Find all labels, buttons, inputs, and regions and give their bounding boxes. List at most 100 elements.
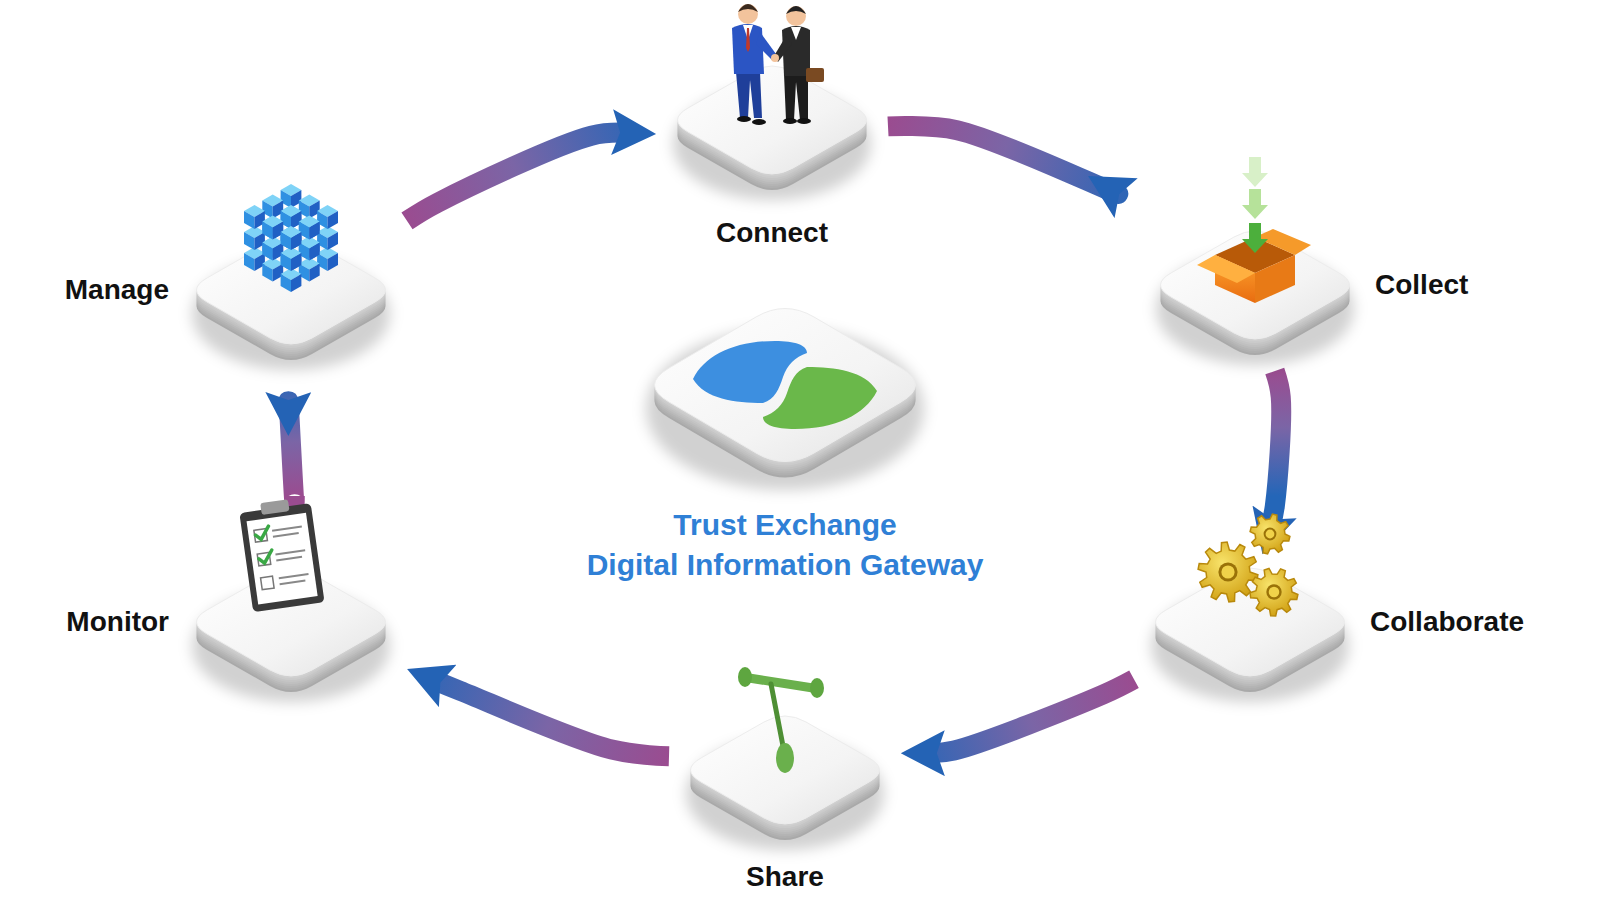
tile-icon (244, 184, 338, 292)
hub-title: Trust Exchange (673, 506, 896, 544)
briefcase (806, 68, 824, 82)
hub-tile: Trust ExchangeDigital Information Gatewa… (635, 270, 935, 490)
cube-right (328, 253, 339, 271)
clipboard-clip (260, 499, 289, 515)
step-label: Share (746, 860, 824, 894)
step-label: Monitor (66, 605, 169, 639)
person-legs (784, 74, 808, 120)
down-arrow (1242, 223, 1268, 253)
cycle-arrow (288, 401, 294, 504)
person-shirt (791, 27, 801, 40)
gear-hub (1269, 587, 1280, 598)
gear (1250, 569, 1298, 616)
person-legs (736, 72, 762, 118)
step-label: Collect (1375, 268, 1468, 302)
step-tile: Collaborate (1140, 502, 1360, 702)
step-label: Manage (65, 273, 169, 307)
cube-right (291, 253, 301, 271)
tile-face (1156, 568, 1345, 676)
tile-face (691, 716, 880, 824)
tile-icon (1198, 514, 1298, 616)
person-body (732, 24, 764, 74)
tile-icon (732, 4, 824, 125)
cube-left (244, 253, 255, 271)
tile-graphic (1140, 502, 1360, 702)
step-tile: Share (675, 650, 895, 850)
step-tile: Collect (1145, 165, 1365, 365)
cube-right (309, 264, 319, 282)
tile-graphic (1145, 165, 1365, 365)
cube-left (281, 232, 291, 250)
tile-graphic (181, 502, 401, 702)
step-tile: Connect (662, 0, 882, 200)
box-right (1255, 255, 1295, 303)
handshake (771, 54, 779, 62)
tile-icon (238, 496, 324, 612)
down-arrow (1242, 189, 1268, 219)
cube-left (281, 274, 291, 292)
gear-hole (1218, 562, 1237, 581)
hub-title: Digital Information Gateway (587, 546, 984, 584)
person-shoe (737, 116, 751, 122)
person-hair (738, 4, 758, 12)
person-tie (746, 28, 750, 52)
tile-icon (693, 341, 877, 429)
share-bar (749, 678, 813, 688)
tile-icon (1197, 157, 1311, 303)
person-head (786, 6, 806, 26)
cycle-arrow (931, 679, 1134, 753)
clipboard (238, 496, 324, 612)
cube-left (244, 211, 255, 229)
tile-face (655, 309, 916, 462)
logo-green (763, 367, 877, 429)
cycle-arrow (407, 133, 626, 221)
cube-left (262, 243, 272, 261)
tile-graphic (635, 270, 935, 490)
gear-hole (1264, 528, 1277, 541)
share-head (776, 743, 794, 773)
share-stem (771, 684, 783, 746)
gear-hub (1266, 530, 1275, 539)
clipboard-board (239, 503, 324, 612)
step-label: Connect (716, 216, 828, 250)
box-flap (1197, 255, 1255, 283)
check-box (261, 576, 275, 590)
tile-graphic (181, 170, 401, 370)
person-hair (786, 6, 806, 14)
text-line (275, 550, 306, 560)
step-tile: Manage (181, 170, 401, 370)
gear-body (1250, 569, 1298, 616)
share-end (810, 678, 824, 698)
down-arrow (1242, 157, 1268, 187)
cube-left (244, 232, 255, 250)
gear (1250, 514, 1290, 554)
person-shoe (783, 118, 797, 124)
cube-left (262, 264, 272, 282)
cube-right (309, 222, 319, 240)
text-line (272, 527, 303, 537)
gear (1198, 542, 1258, 602)
text-line (279, 574, 310, 584)
gear-hole (1266, 584, 1281, 599)
tile-face (678, 66, 867, 174)
person-shoe (797, 118, 811, 124)
share-end (738, 667, 752, 687)
person-head (738, 4, 758, 24)
step-tile: Monitor (181, 502, 401, 702)
cube-right (291, 232, 301, 250)
tile-face (197, 236, 386, 344)
cube-right (328, 232, 339, 250)
cycle-arrow (888, 126, 1118, 194)
gear-body (1250, 514, 1290, 554)
cube-right (309, 243, 319, 261)
tile-graphic (662, 0, 882, 200)
cycle-arrow (1271, 371, 1281, 525)
tile-icon (738, 667, 824, 773)
tile-graphic (675, 650, 895, 850)
step-label: Collaborate (1370, 605, 1524, 639)
gear-body (1198, 542, 1258, 602)
check-mark (255, 526, 271, 540)
cube-right (328, 211, 339, 229)
check-mark (258, 550, 274, 564)
cube-right (291, 274, 301, 292)
